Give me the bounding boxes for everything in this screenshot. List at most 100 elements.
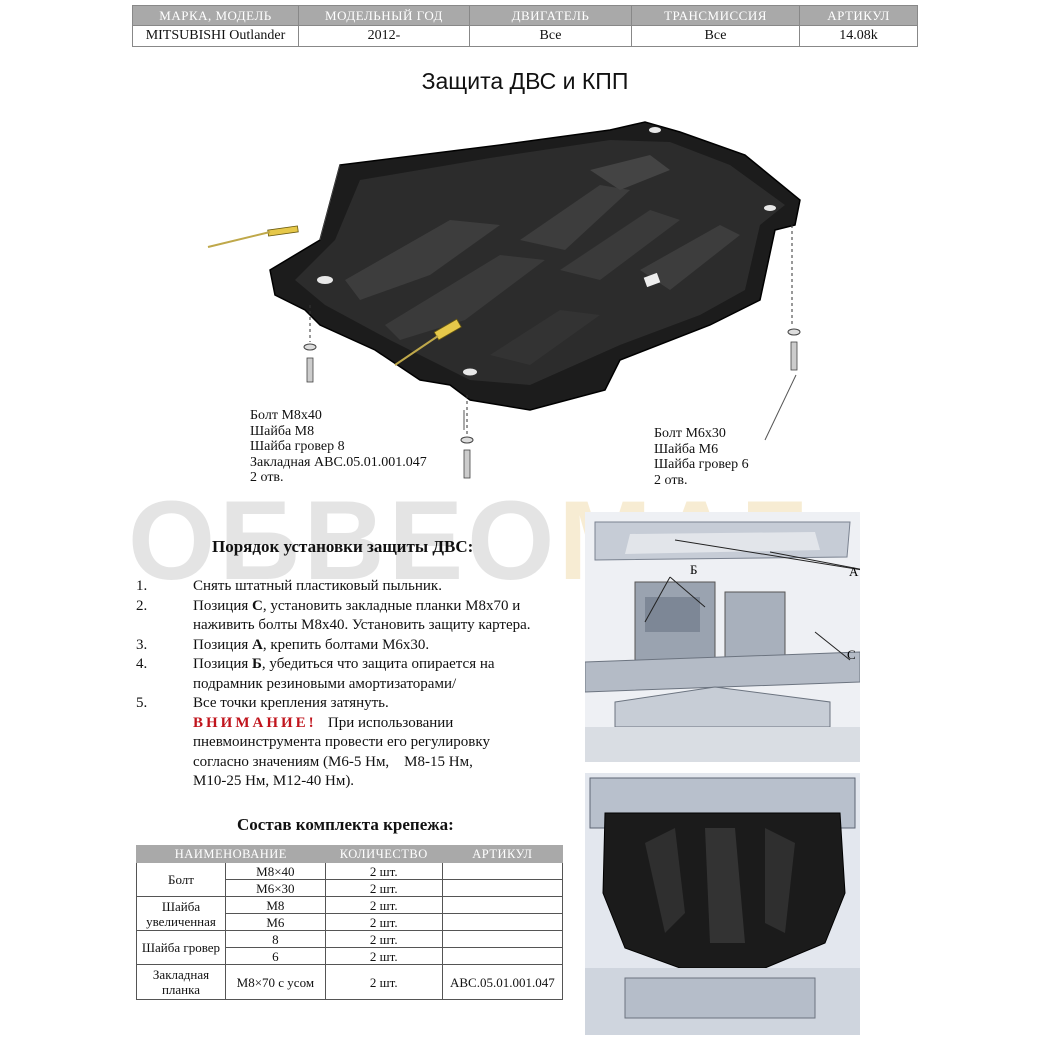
step-number: 1.: [136, 578, 148, 594]
header-col-transmission: ТРАНСМИССИЯ: [631, 5, 800, 26]
kit-table: НАИМЕНОВАНИЕ КОЛИЧЕСТВО АРТИКУЛ Болт М8×…: [136, 845, 564, 1000]
kit-qty: 2 шт.: [324, 913, 443, 931]
step-position: Б: [252, 656, 262, 672]
install-title: Порядок установки защиты ДВС:: [212, 537, 474, 556]
kit-row: Закладная планка М8×70 с усом 2 шт. АВС.…: [136, 964, 564, 1000]
skid-plate: [269, 121, 801, 411]
value-transmission: Все: [631, 25, 800, 47]
kit-group-name: Закладная планка: [136, 964, 226, 1000]
product-header-table: МАРКА, МОДЕЛЬ МОДЕЛЬНЫЙ ГОД ДВИГАТЕЛЬ ТР…: [132, 5, 918, 47]
step-line: Все точки крепления затянуть.: [193, 695, 389, 711]
kit-header-row: НАИМЕНОВАНИЕ КОЛИЧЕСТВО АРТИКУЛ: [136, 845, 564, 863]
label-right-line: Шайба М6: [654, 441, 719, 457]
label-right-line: Шайба гровер 6: [654, 457, 749, 472]
kit-qty: 2 шт.: [324, 862, 443, 880]
kit-article: [441, 913, 564, 931]
step-line: , установить закладные планки М8х70 и: [262, 597, 521, 614]
step-position: А: [252, 636, 263, 653]
step-number: 5.: [136, 695, 148, 711]
value-row: MITSUBISHI Outlander 2012- Все Все 14.08…: [132, 25, 918, 47]
header-col-article: АРТИКУЛ: [799, 5, 918, 26]
warning-line: При использовании: [327, 714, 454, 731]
photo-label-a: А: [849, 564, 859, 579]
kit-row: 6 2 шт.: [137, 947, 564, 965]
kit-group-name: Шайба увеличенная: [136, 896, 226, 931]
fastener-label-right: Болт М6х30 Шайба М6 Шайба гровер 6 2 отв…: [654, 426, 749, 488]
kit-article: [441, 930, 564, 948]
installation-photo: Б А С: [585, 512, 860, 762]
label-left-line: 2 отв.: [250, 470, 284, 485]
step-number: 2.: [136, 597, 148, 614]
label-left-line: Болт М8х40: [250, 408, 322, 423]
kit-article: АВС.05.01.001.047: [441, 964, 564, 1000]
kit-size: 8: [225, 930, 326, 948]
step-text: Снять штатный пластиковый пыльник.: [193, 577, 576, 597]
step-text: Все точки крепления затянуть. ВНИМАНИЕ! …: [193, 694, 576, 792]
install-step: 1. Снять штатный пластиковый пыльник.: [136, 577, 576, 597]
photo-label-b: Б: [690, 562, 697, 577]
step-number: 4.: [136, 656, 148, 672]
kit-size: 6: [225, 947, 326, 965]
label-left-line: Закладная АВС.05.01.001.047: [250, 454, 427, 470]
step-number: 3.: [136, 636, 148, 653]
warning-line: М10-25 Нм, М12-40 Нм).: [193, 773, 355, 789]
install-step: 5. Все точки крепления затянуть. ВНИМАНИ…: [136, 694, 576, 792]
kit-qty: 2 шт.: [324, 947, 443, 965]
label-right-line: Болт М6х30: [654, 426, 726, 441]
step-position: С: [252, 597, 263, 614]
kit-col-article: АРТИКУЛ: [441, 845, 564, 863]
embedded-plate-upper: [207, 225, 299, 248]
kit-article: [441, 862, 564, 880]
header-col-engine: ДВИГАТЕЛЬ: [469, 5, 632, 26]
kit-qty: 2 шт.: [324, 896, 443, 914]
kit-size: М8: [225, 896, 326, 914]
step-prefix: Позиция: [193, 597, 252, 614]
kit-col-name: НАИМЕНОВАНИЕ: [136, 845, 326, 863]
kit-qty: 2 шт.: [324, 930, 443, 948]
kit-row: Шайба увеличенная М8 2 шт.: [136, 896, 564, 931]
step-prefix: Позиция: [193, 636, 252, 653]
kit-group-name: Шайба гровер: [136, 930, 226, 965]
step-line: наживить болты М8х40. Установить защиту …: [193, 617, 531, 633]
install-steps: 1. Снять штатный пластиковый пыльник. 2.…: [136, 577, 576, 792]
header-col-model: МАРКА, МОДЕЛЬ: [132, 5, 299, 26]
label-right-line: 2 отв.: [654, 472, 688, 488]
watermark-part1: ОБВЕО: [128, 478, 559, 603]
kit-col-qty: КОЛИЧЕСТВО: [324, 845, 443, 863]
step-line: , крепить болтами М6х30.: [262, 636, 430, 653]
fastener-left: [303, 305, 317, 383]
step-line: , убедиться что защита опирается на: [261, 656, 495, 672]
warning-label: ВНИМАНИЕ!: [193, 714, 317, 731]
label-left-line: Шайба гровер 8: [250, 439, 345, 454]
kit-title: Состав комплекта крепежа:: [237, 815, 454, 834]
warning-line: пневмоинструмента провести его регулиров…: [193, 734, 490, 750]
install-step: 2. Позиция С, установить закладные планк…: [136, 597, 576, 636]
header-col-year: МОДЕЛЬНЫЙ ГОД: [298, 5, 470, 26]
kit-size: М6: [225, 913, 326, 931]
step-line: подрамник резиновыми амортизаторами/: [193, 675, 457, 692]
step-text: Позиция Б, убедиться что защита опираетс…: [193, 655, 576, 694]
value-engine: Все: [469, 25, 632, 47]
warning-line: согласно значениям (М6-5 Нм, М8-15 Нм,: [193, 753, 473, 770]
kit-article: [441, 879, 564, 897]
install-step: 4. Позиция Б, убедиться что защита опира…: [136, 655, 576, 694]
photo-label-c: С: [847, 647, 856, 662]
kit-row: Болт М8×40 2 шт.: [136, 862, 564, 897]
install-step: 3. Позиция А, крепить болтами М6х30.: [136, 636, 576, 656]
installed-plate-photo: [585, 773, 860, 1035]
label-left-line: Шайба М8: [250, 423, 315, 439]
step-text: Позиция А, крепить болтами М6х30.: [193, 636, 576, 656]
step-line: Снять штатный пластиковый пыльник.: [193, 578, 442, 594]
step-text: Позиция С, установить закладные планки М…: [193, 597, 576, 636]
kit-qty: 2 шт.: [324, 964, 443, 1000]
kit-size: М6×30: [225, 879, 326, 897]
leader-line-right: [764, 374, 797, 441]
kit-qty: 2 шт.: [324, 879, 443, 897]
embedded-plate-lower: [394, 318, 462, 366]
value-article: 14.08k: [799, 25, 918, 47]
kit-row: Шайба гровер 8 2 шт.: [136, 930, 564, 965]
page-title: Защита ДВС и КПП: [421, 68, 629, 94]
skid-plate-drawing: [207, 121, 801, 479]
fastener-right: [787, 225, 801, 371]
kit-article: [441, 896, 564, 914]
